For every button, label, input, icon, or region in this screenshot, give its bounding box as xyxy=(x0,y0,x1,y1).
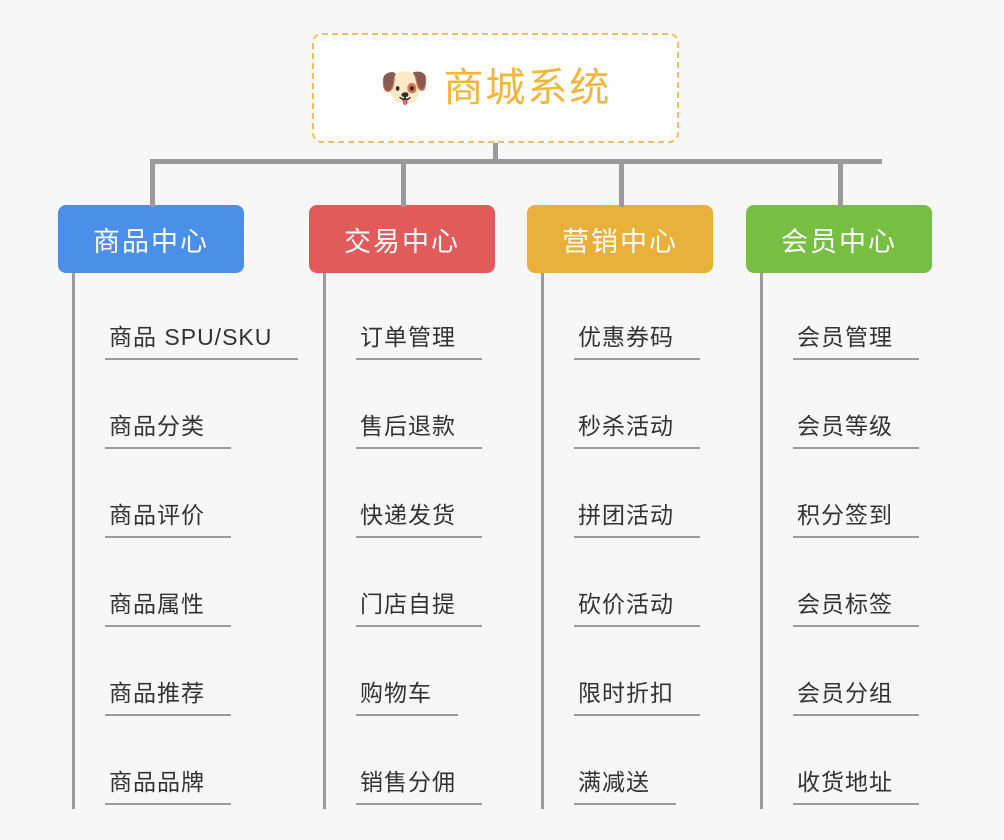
leaf-item-label: 快递发货 xyxy=(356,496,482,538)
leaf-item[interactable]: 快递发货 xyxy=(326,453,495,542)
leaf-item[interactable]: 商品推荐 xyxy=(75,631,244,720)
root-title: 商城系统 xyxy=(443,66,612,110)
leaf-item-label: 订单管理 xyxy=(356,318,482,360)
leaf-item[interactable]: 商品属性 xyxy=(75,542,244,631)
connector-drop-trade-center xyxy=(401,159,406,207)
leaf-item-label: 优惠券码 xyxy=(574,318,700,360)
leaf-item-label: 积分签到 xyxy=(793,496,919,538)
branch-items-trade-center: 订单管理售后退款快递发货门店自提购物车销售分佣 xyxy=(323,273,495,809)
connector-drop-marketing-center xyxy=(619,159,624,207)
branch-items-member-center: 会员管理会员等级积分签到会员标签会员分组收货地址 xyxy=(760,273,932,809)
branch-header-label: 会员中心 xyxy=(781,226,897,257)
leaf-item[interactable]: 会员标签 xyxy=(763,542,932,631)
leaf-item-label: 满减送 xyxy=(574,763,676,805)
branch-header-member-center[interactable]: 会员中心 xyxy=(746,205,932,273)
leaf-item[interactable]: 商品 SPU/SKU xyxy=(75,275,299,364)
branch-marketing-center: 营销中心优惠券码秒杀活动拼团活动砍价活动限时折扣满减送 xyxy=(527,205,713,809)
branch-member-center: 会员中心会员管理会员等级积分签到会员标签会员分组收货地址 xyxy=(746,205,932,809)
leaf-item-label: 会员等级 xyxy=(793,407,919,449)
leaf-item-label: 会员标签 xyxy=(793,585,919,627)
leaf-item-label: 商品评价 xyxy=(105,496,231,538)
leaf-item[interactable]: 订单管理 xyxy=(326,275,495,364)
branch-header-product-center[interactable]: 商品中心 xyxy=(58,205,244,273)
leaf-item[interactable]: 商品品牌 xyxy=(75,720,244,809)
leaf-item-label: 商品品牌 xyxy=(105,763,231,805)
leaf-item-label: 门店自提 xyxy=(356,585,482,627)
leaf-item[interactable]: 收货地址 xyxy=(763,720,932,809)
leaf-item[interactable]: 限时折扣 xyxy=(544,631,713,720)
leaf-item[interactable]: 会员等级 xyxy=(763,364,932,453)
connector-drop-member-center xyxy=(838,159,843,207)
leaf-item-label: 商品推荐 xyxy=(105,674,231,716)
branch-product-center: 商品中心商品 SPU/SKU 商品分类商品评价商品属性商品推荐商品品牌 xyxy=(58,205,299,809)
leaf-item-label: 购物车 xyxy=(356,674,458,716)
leaf-item[interactable]: 拼团活动 xyxy=(544,453,713,542)
connector-horizontal-bar xyxy=(150,159,882,164)
branch-items-product-center: 商品 SPU/SKU 商品分类商品评价商品属性商品推荐商品品牌 xyxy=(72,273,299,809)
leaf-item[interactable]: 售后退款 xyxy=(326,364,495,453)
leaf-item-label: 商品属性 xyxy=(105,585,231,627)
leaf-item-label: 商品分类 xyxy=(105,407,231,449)
leaf-item[interactable]: 门店自提 xyxy=(326,542,495,631)
leaf-item-label: 收货地址 xyxy=(793,763,919,805)
leaf-item[interactable]: 积分签到 xyxy=(763,453,932,542)
branch-header-marketing-center[interactable]: 营销中心 xyxy=(527,205,713,273)
branch-header-label: 交易中心 xyxy=(344,226,460,257)
leaf-item[interactable]: 砍价活动 xyxy=(544,542,713,631)
leaf-item[interactable]: 商品分类 xyxy=(75,364,244,453)
leaf-item[interactable]: 销售分佣 xyxy=(326,720,495,809)
leaf-item-label: 拼团活动 xyxy=(574,496,700,538)
leaf-item[interactable]: 购物车 xyxy=(326,631,495,720)
leaf-item[interactable]: 会员分组 xyxy=(763,631,932,720)
leaf-item-label: 砍价活动 xyxy=(574,585,700,627)
leaf-item[interactable]: 商品评价 xyxy=(75,453,244,542)
root-node[interactable]: 🐶 商城系统 xyxy=(312,33,679,143)
leaf-item[interactable]: 会员管理 xyxy=(763,275,932,364)
leaf-item-label: 会员分组 xyxy=(793,674,919,716)
leaf-item-label: 商品 SPU/SKU xyxy=(105,318,299,360)
leaf-item[interactable]: 满减送 xyxy=(544,720,713,809)
leaf-item[interactable]: 优惠券码 xyxy=(544,275,713,364)
branch-header-label: 营销中心 xyxy=(562,226,678,257)
leaf-item-label: 秒杀活动 xyxy=(574,407,700,449)
connector-root-stub xyxy=(493,143,498,163)
dog-face-icon: 🐶 xyxy=(379,66,430,110)
branch-header-label: 商品中心 xyxy=(93,226,209,257)
branch-trade-center: 交易中心订单管理售后退款快递发货门店自提购物车销售分佣 xyxy=(309,205,495,809)
leaf-item-label: 会员管理 xyxy=(793,318,919,360)
leaf-item-label: 限时折扣 xyxy=(574,674,700,716)
leaf-item[interactable]: 秒杀活动 xyxy=(544,364,713,453)
connector-drop-product-center xyxy=(150,159,155,207)
leaf-item-label: 销售分佣 xyxy=(356,763,482,805)
leaf-item-label: 售后退款 xyxy=(356,407,482,449)
branch-header-trade-center[interactable]: 交易中心 xyxy=(309,205,495,273)
branch-items-marketing-center: 优惠券码秒杀活动拼团活动砍价活动限时折扣满减送 xyxy=(541,273,713,809)
